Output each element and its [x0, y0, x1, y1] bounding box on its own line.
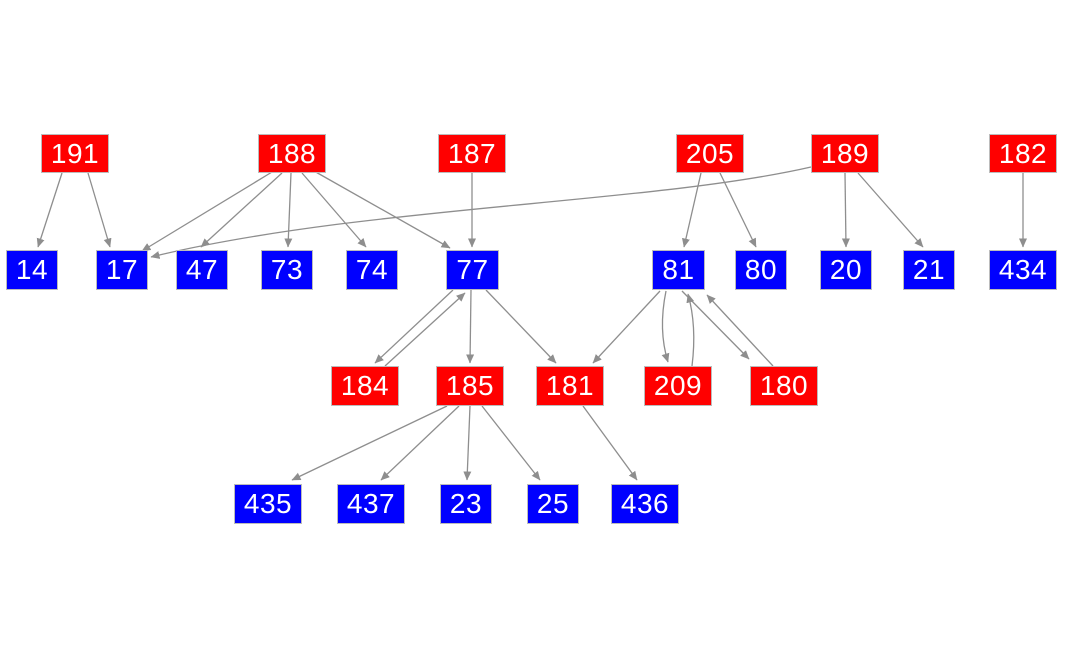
graph-node-181: 181 [536, 366, 604, 406]
graph-node-14: 14 [6, 250, 58, 290]
edge-188-77 [313, 170, 451, 249]
graph-node-23: 23 [440, 484, 492, 524]
edge-181-436 [582, 405, 638, 481]
edge-191-14 [36, 172, 63, 248]
edge-205-81 [682, 172, 702, 248]
edge-77-185 [466, 289, 475, 364]
graph-node-437: 437 [337, 484, 405, 524]
edge-184-77 [384, 292, 466, 367]
graph-node-184: 184 [331, 366, 399, 406]
graph-node-17: 17 [96, 250, 148, 290]
edge-188-47 [200, 172, 283, 248]
edge-185-25 [481, 405, 541, 481]
edge-185-437 [380, 405, 460, 481]
edge-188-74 [301, 172, 367, 248]
edge-185-435 [291, 405, 448, 481]
edge-185-23 [463, 405, 472, 481]
edge-189-20 [841, 172, 850, 248]
graph-node-434: 434 [989, 250, 1057, 290]
graph-node-73: 73 [261, 250, 313, 290]
edge-81-181 [592, 290, 661, 364]
graph-node-188: 188 [258, 134, 326, 173]
graph-node-185: 185 [436, 366, 504, 406]
edge-81-209 [661, 290, 670, 363]
graph-node-25: 25 [527, 484, 579, 524]
edge-77-184 [374, 289, 454, 364]
edge-209-81 [686, 293, 695, 367]
edge-191-17 [87, 172, 112, 248]
edge-77-181 [485, 289, 557, 364]
edge-188-17 [141, 171, 273, 252]
graph-node-205: 205 [676, 134, 744, 173]
graph-node-47: 47 [176, 250, 228, 290]
graph-node-191: 191 [41, 134, 109, 173]
graph-node-80: 80 [735, 250, 787, 290]
graph-node-187: 187 [438, 134, 506, 173]
graph-node-74: 74 [346, 250, 398, 290]
graph-node-189: 189 [811, 134, 879, 173]
graph-node-180: 180 [750, 366, 818, 406]
edge-189-21 [857, 172, 924, 248]
edge-189-17 [150, 166, 812, 259]
graph-node-182: 182 [989, 134, 1057, 173]
graph-node-436: 436 [611, 484, 679, 524]
graph-node-21: 21 [903, 250, 955, 290]
graph-node-209: 209 [644, 366, 712, 406]
graph-node-81: 81 [652, 250, 705, 290]
edge-205-80 [719, 172, 757, 248]
graph-node-77: 77 [446, 250, 499, 290]
graph-node-20: 20 [820, 250, 872, 290]
edge-81-180 [681, 290, 750, 360]
edge-188-73 [284, 172, 293, 248]
graph-node-435: 435 [234, 484, 302, 524]
edge-180-81 [706, 294, 774, 367]
